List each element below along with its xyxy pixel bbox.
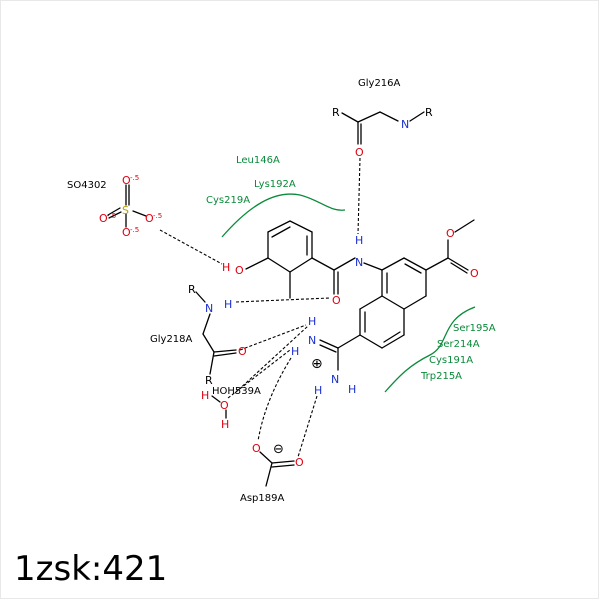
atom-h-amidine-top: H: [308, 315, 316, 328]
atom-o-gly218: O: [238, 345, 247, 358]
atom-o-ester: O: [446, 227, 455, 240]
atom-o-water: O: [220, 399, 229, 412]
negative-charge-icon: ⊖: [273, 442, 284, 457]
atom-labels: R N H R O H N O H O O O H N H N H H ⊕ R: [99, 106, 479, 469]
label-ser214: Ser214A: [437, 339, 480, 350]
label-trp215: Trp215A: [420, 371, 462, 382]
label-cys219: Cys219A: [206, 195, 250, 206]
label-gly216: Gly216A: [358, 78, 401, 89]
atom-h-gly218: H: [224, 298, 232, 311]
atom-r-gly218-bottom: R: [205, 374, 213, 387]
label-so4302: SO4302: [67, 180, 107, 191]
charge-so4-left: -.5: [107, 212, 116, 220]
positive-charge-icon: ⊕: [311, 356, 323, 372]
atom-o-so4-right: O: [145, 212, 154, 225]
atom-n-gly218: N: [205, 302, 213, 315]
label-lys192: Lys192A: [254, 179, 296, 190]
label-ser195: Ser195A: [453, 323, 496, 334]
atom-n-amidine-2: N: [331, 373, 339, 386]
atom-s-so4: S: [122, 204, 129, 217]
charge-so4-right: -.5: [153, 212, 162, 220]
atom-r-gly218-top: R: [188, 283, 196, 296]
ligand-bonds: [245, 219, 475, 371]
atom-h-hydroxyl: H: [222, 261, 230, 274]
atom-o-so4-left: O: [99, 212, 108, 225]
atom-h-amide: H: [355, 234, 363, 247]
structure-id-title: 1zsk:421: [14, 549, 168, 589]
atom-h-water-1: H: [201, 389, 209, 402]
atom-o-amide: O: [332, 294, 341, 307]
residue-labels: Gly216A Leu146A Lys192A Cys219A SO4302 G…: [67, 78, 496, 504]
atom-h-amidine-bottom: H: [314, 384, 322, 397]
atom-n-amide: N: [355, 256, 363, 269]
label-hoh539: HOH539A: [212, 386, 261, 397]
charge-so4-top: -.5: [130, 174, 139, 182]
atom-o-gly216: O: [355, 146, 364, 159]
atom-n-amidine-1: N: [308, 334, 316, 347]
atom-o-so4-bottom: O: [122, 226, 131, 239]
charge-so4-bottom: -.5: [130, 226, 139, 234]
atom-o-asp189-2: O: [295, 456, 304, 469]
residue-bonds: [107, 111, 425, 487]
atom-o-hydroxyl: O: [235, 264, 244, 277]
label-gly218: Gly218A: [150, 334, 193, 345]
label-leu146: Leu146A: [236, 155, 280, 166]
atom-o-carbonyl: O: [470, 267, 479, 280]
hydrophobic-arcs: [221, 193, 476, 393]
atom-o-asp189-1: O: [252, 442, 261, 455]
atom-o-so4-top: O: [122, 174, 131, 187]
atom-h-water-2: H: [221, 418, 229, 431]
atom-r-gly216-left: R: [332, 106, 340, 119]
atom-h-amidine-right: H: [348, 383, 356, 396]
atom-h-amidine-left: H: [291, 345, 299, 358]
atom-n-gly216: N: [401, 118, 409, 131]
label-asp189: Asp189A: [240, 493, 284, 504]
atom-r-gly216-right: R: [425, 106, 433, 119]
hydrogen-bonds: [159, 157, 361, 458]
label-cys191: Cys191A: [429, 355, 473, 366]
